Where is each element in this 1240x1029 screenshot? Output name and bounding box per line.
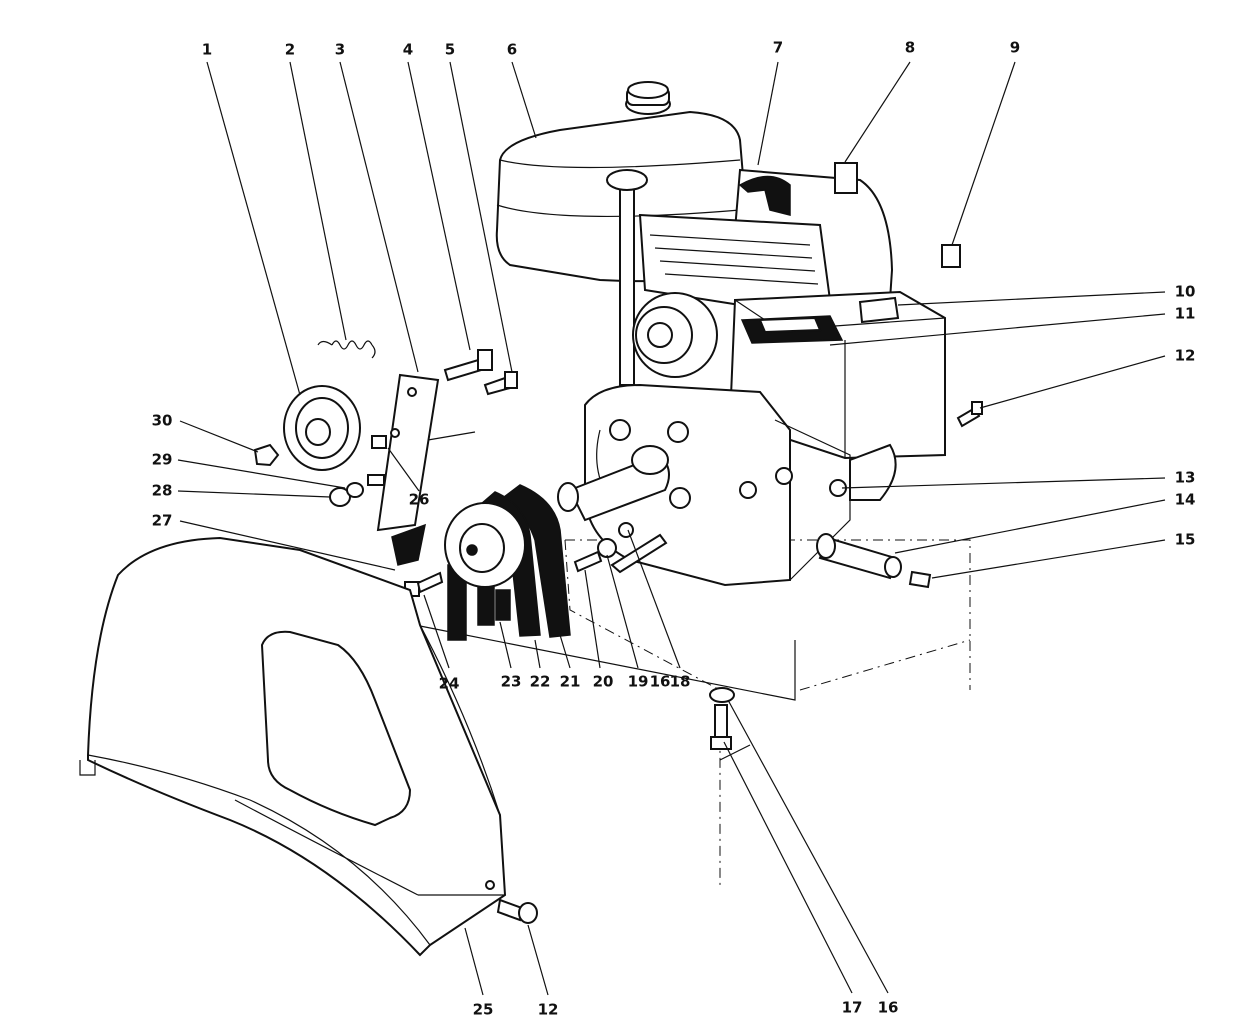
belt-cover-window xyxy=(260,630,412,827)
callout-25: 25 xyxy=(473,1001,494,1019)
callout-14: 14 xyxy=(1175,491,1196,509)
callout-13: 13 xyxy=(1175,469,1196,487)
drive-pulley-group xyxy=(444,484,571,641)
belt-cover xyxy=(79,536,538,957)
callout-labels: 1 2 3 4 5 6 7 8 9 10 11 12 13 14 15 16 1… xyxy=(152,39,1196,1019)
callout-30: 30 xyxy=(152,412,173,430)
callout-6: 6 xyxy=(507,41,517,59)
callout-21: 21 xyxy=(560,673,581,691)
callout-27: 27 xyxy=(152,512,173,530)
callout-16-mid: 16 xyxy=(650,673,671,691)
callout-22: 22 xyxy=(530,673,551,691)
callout-17: 17 xyxy=(842,999,863,1017)
callout-12-top: 12 xyxy=(1175,347,1196,365)
callout-28: 28 xyxy=(152,482,173,500)
washer-16 xyxy=(709,687,735,703)
bolt-17 xyxy=(714,704,728,738)
spacer-29 xyxy=(346,482,364,498)
callout-29: 29 xyxy=(152,451,173,469)
callout-18: 18 xyxy=(670,673,691,691)
callout-3: 3 xyxy=(335,41,345,59)
nut-30 xyxy=(253,443,280,467)
screw-20 xyxy=(573,550,603,573)
callout-12-bottom: 12 xyxy=(538,1001,559,1019)
callout-15: 15 xyxy=(1175,531,1196,549)
pivot-shaft xyxy=(371,435,387,449)
lever-18 xyxy=(610,533,668,574)
bolt-15 xyxy=(908,570,932,589)
right-hardware xyxy=(573,162,983,750)
cylinder-fins xyxy=(638,213,832,307)
gear-19 xyxy=(597,538,617,558)
cover-screw xyxy=(496,898,524,922)
dipstick-tube xyxy=(619,184,635,386)
callout-11: 11 xyxy=(1175,305,1196,323)
callout-1: 1 xyxy=(202,41,212,59)
lifting-bracket xyxy=(738,175,791,216)
callout-9: 9 xyxy=(1010,39,1020,57)
primer-button xyxy=(858,296,900,324)
crankcase xyxy=(584,383,791,587)
callout-10: 10 xyxy=(1175,283,1196,301)
decal-8 xyxy=(834,162,858,194)
callout-2: 2 xyxy=(285,41,295,59)
callout-20: 20 xyxy=(593,673,614,691)
bushing xyxy=(391,523,426,566)
leader-lines xyxy=(177,61,1166,996)
callout-16-bottom: 16 xyxy=(878,999,899,1017)
decal-9 xyxy=(941,244,961,268)
idler-arm xyxy=(376,373,440,532)
extension-spring xyxy=(331,340,373,350)
callout-19: 19 xyxy=(628,673,649,691)
idler-assembly xyxy=(253,340,518,597)
engine-assembly xyxy=(495,81,946,587)
callout-4: 4 xyxy=(403,41,413,59)
callout-7: 7 xyxy=(773,39,783,57)
callout-5: 5 xyxy=(445,41,455,59)
callout-26: 26 xyxy=(409,491,430,509)
callout-23: 23 xyxy=(501,673,522,691)
callout-24: 24 xyxy=(439,675,460,693)
callout-8: 8 xyxy=(905,39,915,57)
